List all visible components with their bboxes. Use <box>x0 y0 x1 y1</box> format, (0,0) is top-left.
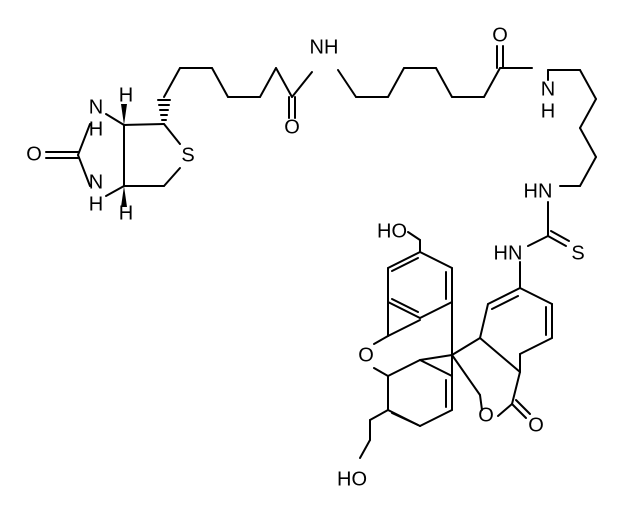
label-o-amide2: O <box>492 24 508 46</box>
label-h-biotin-top: H <box>89 118 103 140</box>
label-h-amide2: H <box>541 100 555 122</box>
label-h-stereo-bot: H <box>119 202 133 224</box>
fluorescein-moiety <box>359 231 553 459</box>
label-o-amide1: O <box>284 116 300 138</box>
label-hn-thiourea2: HN <box>494 242 523 264</box>
label-s-thiourea: S <box>571 242 584 264</box>
label-n-biotin-bot: N <box>89 171 103 193</box>
label-hn-thiourea1: HN <box>524 180 553 202</box>
atom-labels: NH O O N H HN HN S S O N H N H H H HO O … <box>26 24 584 490</box>
pentyl-linker <box>547 69 597 187</box>
label-ho-bottom: HO <box>337 468 367 490</box>
label-o-xanthene: O <box>358 344 374 366</box>
label-o-carbonyl: O <box>528 414 544 436</box>
label-h-biotin-bot: H <box>89 193 103 215</box>
label-n-amide2: N <box>541 78 555 100</box>
biotin-moiety <box>45 67 313 207</box>
label-nh-amide1: NH <box>310 36 339 58</box>
thiourea-group <box>527 201 570 247</box>
label-ho-top: HO <box>377 220 407 242</box>
label-o-urea: O <box>26 143 42 165</box>
label-o-lactone: O <box>478 404 494 426</box>
label-h-stereo-top: H <box>119 84 133 106</box>
aminohexanoyl-linker <box>337 45 533 98</box>
label-s-ring: S <box>181 144 194 166</box>
label-n-biotin-top: N <box>89 96 103 118</box>
